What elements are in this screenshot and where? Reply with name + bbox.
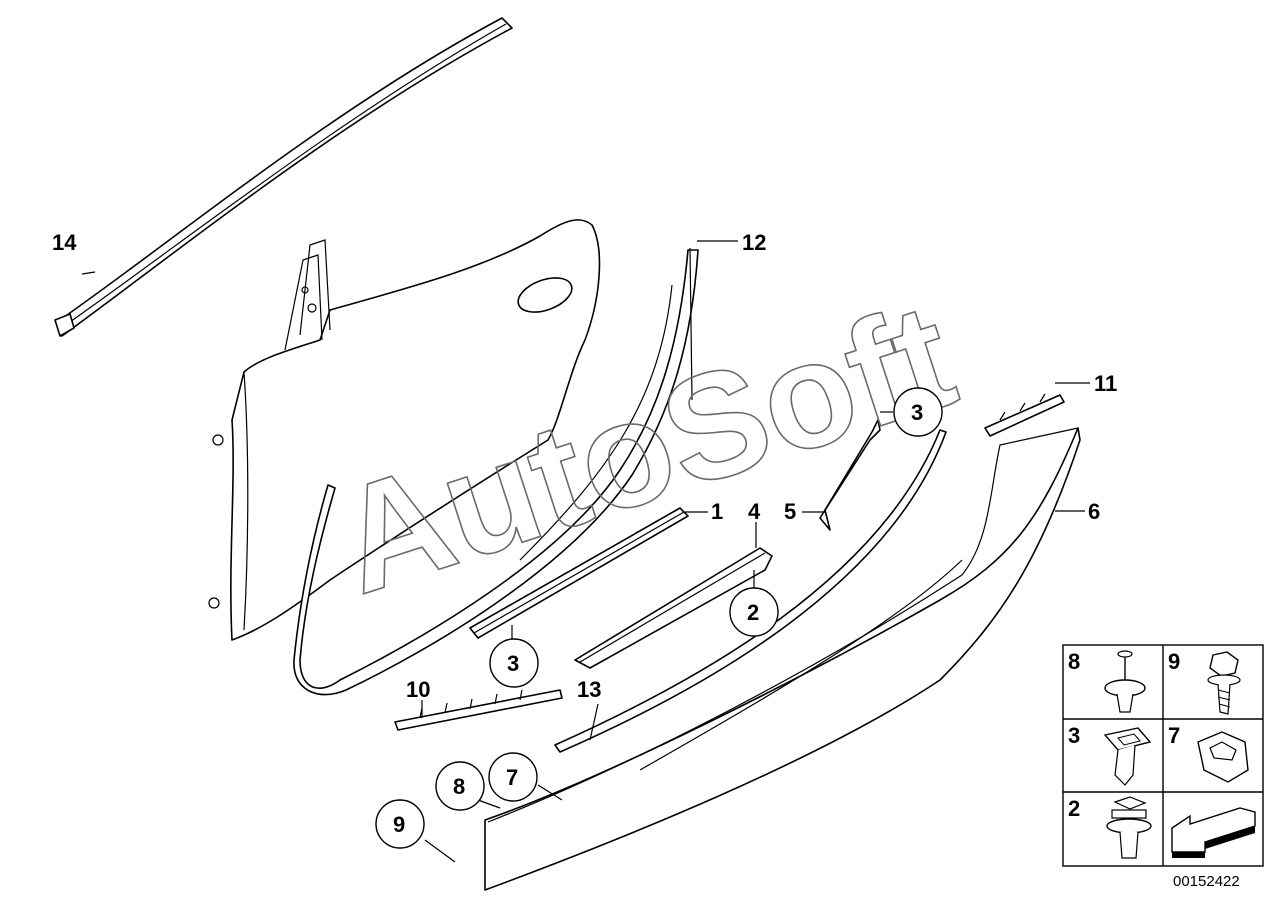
legend-num-8: 8: [1068, 649, 1080, 674]
hex-screw-icon: [1207, 651, 1241, 715]
callout-13: 13: [577, 677, 601, 702]
callout-5: 5: [784, 499, 796, 524]
document-number: 00152422: [1173, 873, 1240, 890]
callout-10: 10: [406, 677, 430, 702]
callout-14: 14: [52, 230, 77, 255]
callout-3-upper: 3: [911, 400, 923, 425]
part-12-door-seal: [293, 247, 699, 696]
callout-9: 9: [393, 812, 405, 837]
part-6-rocker-panel: [484, 427, 1081, 891]
callout-2: 2: [747, 600, 759, 625]
callout-3-lower: 3: [507, 651, 519, 676]
part-13-inner-strip: [554, 429, 947, 753]
callout-8: 8: [453, 774, 465, 799]
installation-arrow-icon: [1171, 807, 1256, 858]
clip-nut-icon: [1103, 727, 1152, 786]
push-rivet-icon: [1104, 650, 1146, 713]
part-4-entrance-cover: [574, 547, 773, 669]
fastener-legend: 8 9 3 7 2: [1062, 644, 1264, 867]
callout-4: 4: [748, 499, 761, 524]
u-nut-icon: [1197, 731, 1249, 783]
callout-6: 6: [1088, 499, 1100, 524]
part-10-clip-rail: [394, 689, 563, 731]
part-11-clip-rail: [984, 393, 1065, 437]
part-14-window-seal: [54, 17, 513, 337]
callout-7: 7: [506, 765, 518, 790]
callout-11: 11: [1094, 371, 1117, 396]
part-1-sill-trim: [469, 507, 689, 639]
part-5-bracket: [819, 419, 881, 531]
leader-lines: [81, 240, 1090, 863]
legend-num-2: 2: [1068, 796, 1080, 821]
callout-1: 1: [711, 499, 723, 524]
legend-num-9: 9: [1168, 649, 1180, 674]
expansion-clip-icon: [1106, 796, 1152, 859]
callout-12: 12: [742, 230, 766, 255]
legend-num-7: 7: [1168, 723, 1180, 748]
legend-num-3: 3: [1068, 723, 1080, 748]
